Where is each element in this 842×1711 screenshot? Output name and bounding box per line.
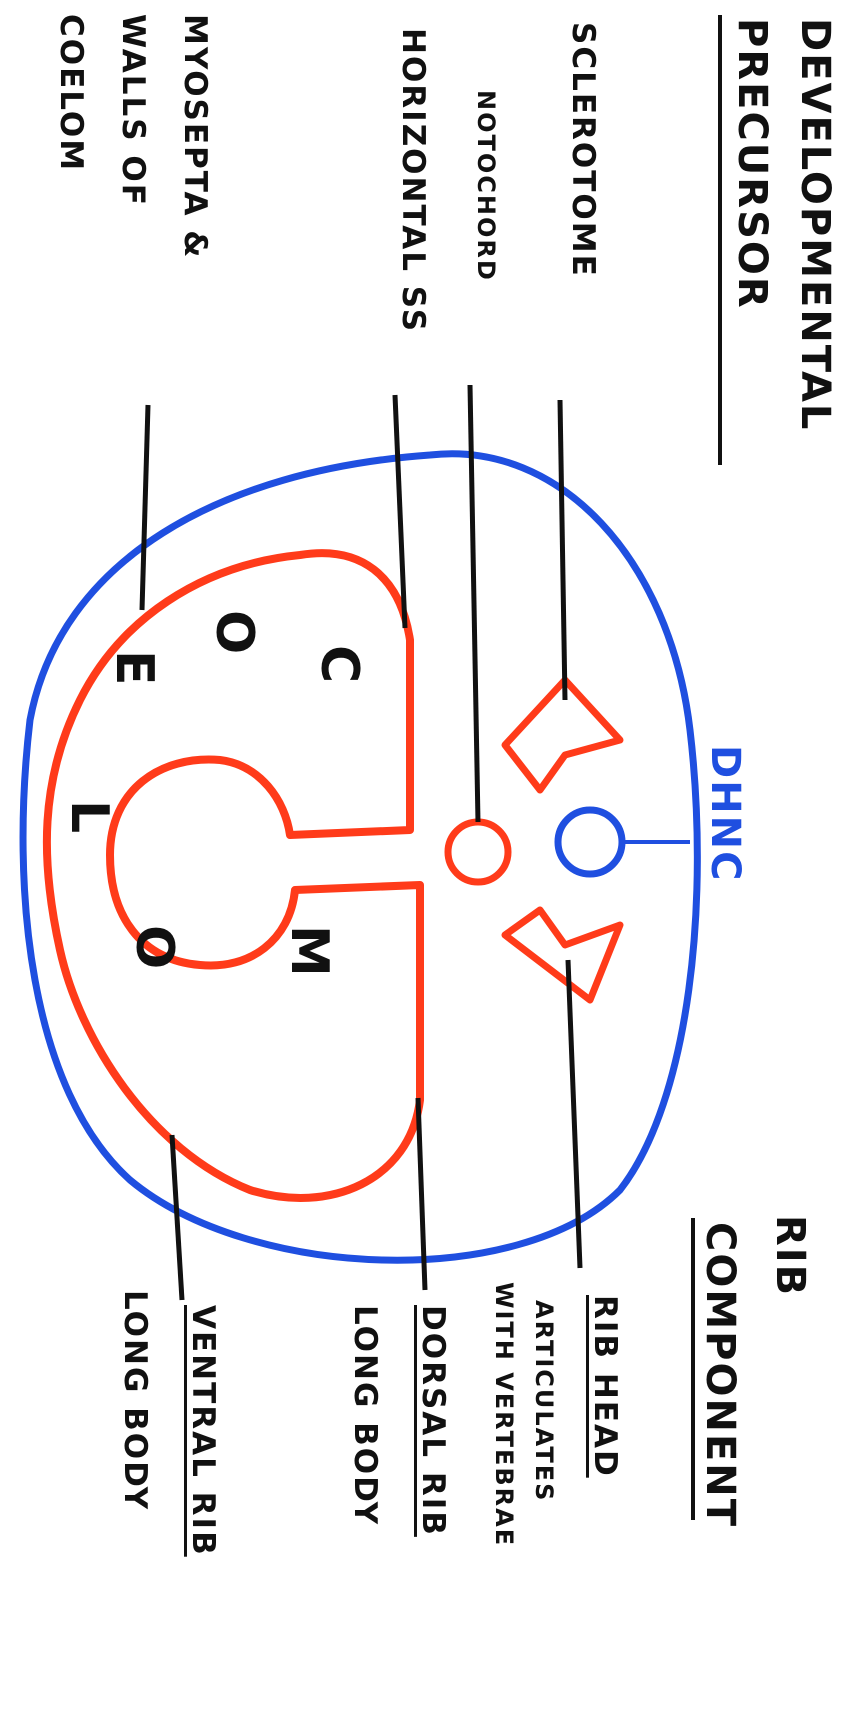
coelom-letter-e: E	[108, 650, 160, 686]
label-myosepta: MYOSEPTA &	[179, 14, 210, 259]
ventral-rib-leader	[172, 1135, 182, 1300]
coelom-letter-m: M	[283, 925, 335, 977]
label-walls-of: WALLS OF	[117, 14, 148, 207]
sclerotome-lower	[505, 910, 620, 1000]
notochord-leader	[470, 385, 478, 822]
myosepta-leader	[142, 405, 148, 610]
precursor-title-line1: DEVELOPMENTAL	[795, 18, 835, 431]
coelom-letter-o2: O	[128, 925, 180, 969]
label-with-vertebrae: WITH VERTEBRAE	[492, 1282, 516, 1547]
label-dhnc: DHNC	[705, 745, 745, 883]
label-articulates: ARTICULATES	[532, 1300, 556, 1502]
label-rib-head: RIB HEAD	[589, 1295, 620, 1478]
label-dorsal-rib: DORSAL RIB	[417, 1305, 448, 1537]
body-outline	[23, 454, 697, 1260]
coelom-letter-o1: O	[208, 610, 260, 654]
label-coelom: COELOM	[55, 14, 86, 172]
notochord	[448, 822, 508, 882]
label-ventral-rib: VENTRAL RIB	[187, 1305, 218, 1557]
label-dorsal-long-body: LONG BODY	[349, 1305, 380, 1526]
sclerotome-leader	[560, 400, 565, 700]
component-title-line2: COMPONENT	[700, 1222, 740, 1528]
coelom-letter-l: L	[63, 800, 115, 833]
dorsal-nerve-cord	[558, 810, 622, 874]
label-horizontal-ss: HORIZONTAL SS	[397, 28, 428, 333]
component-title-line1: RIB	[770, 1215, 810, 1297]
label-ventral-long-body: LONG BODY	[119, 1290, 150, 1511]
label-sclerotome: SCLEROTOME	[567, 22, 598, 278]
coelom-letter-c: C	[313, 645, 365, 683]
precursor-title-line2: PRECURSOR	[732, 18, 772, 310]
label-notochord: NOTOCHORD	[474, 90, 498, 282]
